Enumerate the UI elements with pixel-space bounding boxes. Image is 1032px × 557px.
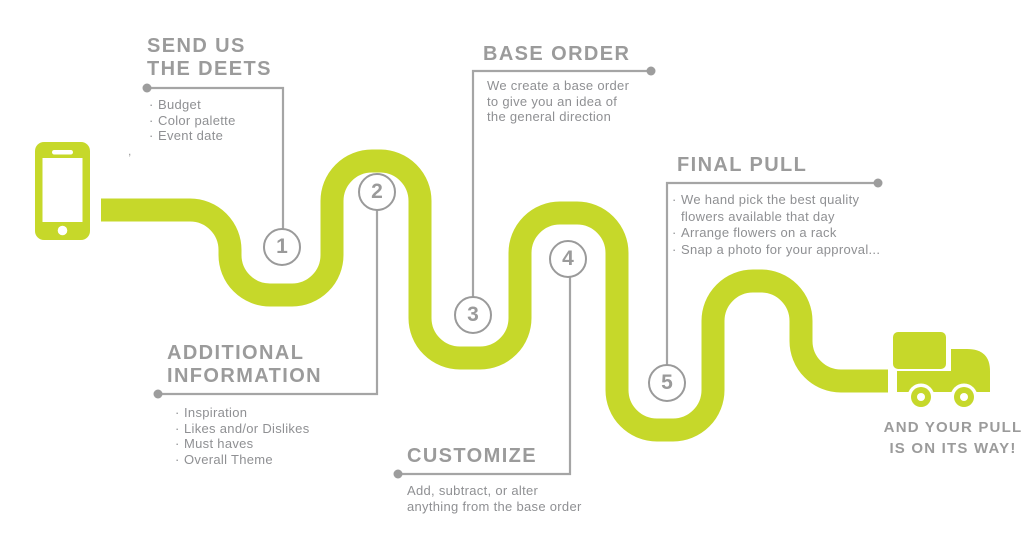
list-item: · Event date [149,128,224,143]
journey-path [101,149,888,442]
step-3-title: BASE ORDER [483,43,630,66]
step-node-1-number: 1 [276,235,288,258]
step-3-description: We create a base order to give you an id… [487,78,630,124]
list-item: · Must haves [175,436,254,451]
list-item: · Budget [149,97,202,112]
step-4-title-line-1: CUSTOMIZE [407,445,538,467]
step-node-2: 2 [358,173,396,211]
connector-line-step-2 [158,192,379,396]
step-2-title-line-1: ADDITIONAL [167,342,305,364]
connector-dot-step-2 [153,389,163,399]
bullet-dot: · [672,192,677,207]
connector-line-step-1 [147,86,285,247]
connector-dot-step-4 [393,469,403,479]
step-1-title-line-2: THE DEETS [147,58,272,80]
step-5-bullet-list: · We hand pick the best quality flowers … [672,192,891,258]
connector-dot-step-5 [873,178,883,188]
list-item: · Snap a photo for your approval... [672,241,881,257]
step-1-bullet-list: · Budget · Color palette · Event date [149,97,236,144]
list-item: · We hand pick the best quality flowers … [672,192,860,224]
end-note: AND YOUR PULL IS ON ITS WAY! [864,417,1032,459]
step-node-3-number: 3 [467,303,479,326]
delivery-truck-icon [893,332,990,411]
bullet-dot: · [175,451,180,467]
step-node-1: 1 [263,228,301,266]
bullet-dot: · [149,128,154,143]
step-2-title-line-2: INFORMATION [167,365,323,387]
list-item: · Overall Theme [175,451,273,467]
step-4-description: Add, subtract, or alter anything from th… [407,483,582,514]
connector-line-step-5 [665,181,878,383]
phone-icon [35,142,90,240]
step-node-2-number: 2 [371,180,383,203]
list-item: · Arrange flowers on a rack [672,225,837,240]
list-item: · Likes and/or Dislikes [175,420,310,436]
end-note-line-1: AND YOUR PULL [883,419,1023,436]
list-item: · Inspiration [175,405,248,420]
step-node-3: 3 [454,296,492,334]
bullet-dot: · [175,405,180,420]
bullet-dot: · [672,241,677,257]
step-5-title: FINAL PULL [677,154,807,177]
bullet-dot: · [175,420,180,436]
step-1-title-line-1: SEND US [147,35,246,57]
bullet-dot: · [149,112,154,128]
stray-mark: , [128,144,132,158]
bullet-dot: · [149,97,154,112]
step-2-bullet-list: · Inspiration · Likes and/or Dislikes · … [175,405,310,467]
end-note-line-2: IS ON ITS WAY! [889,440,1017,457]
step-node-5-number: 5 [661,371,673,394]
step-3-title-line-1: BASE ORDER [483,43,631,65]
list-item: · Color palette [149,112,236,128]
step-2-title: ADDITIONAL INFORMATION [167,342,322,388]
step-1-title: SEND US THE DEETS [147,35,272,81]
connector-dot-step-1 [142,83,152,93]
connector-line-step-4 [398,259,572,476]
bullet-dot: · [175,436,180,451]
step-node-4: 4 [549,240,587,278]
connector-line-step-3 [471,69,651,315]
connector-dot-step-3 [646,66,656,76]
step-5-title-line-1: FINAL PULL [677,154,808,176]
step-node-4-number: 4 [562,247,574,270]
bullet-dot: · [672,225,677,240]
step-4-title: CUSTOMIZE [407,445,537,468]
step-node-5: 5 [648,364,686,402]
